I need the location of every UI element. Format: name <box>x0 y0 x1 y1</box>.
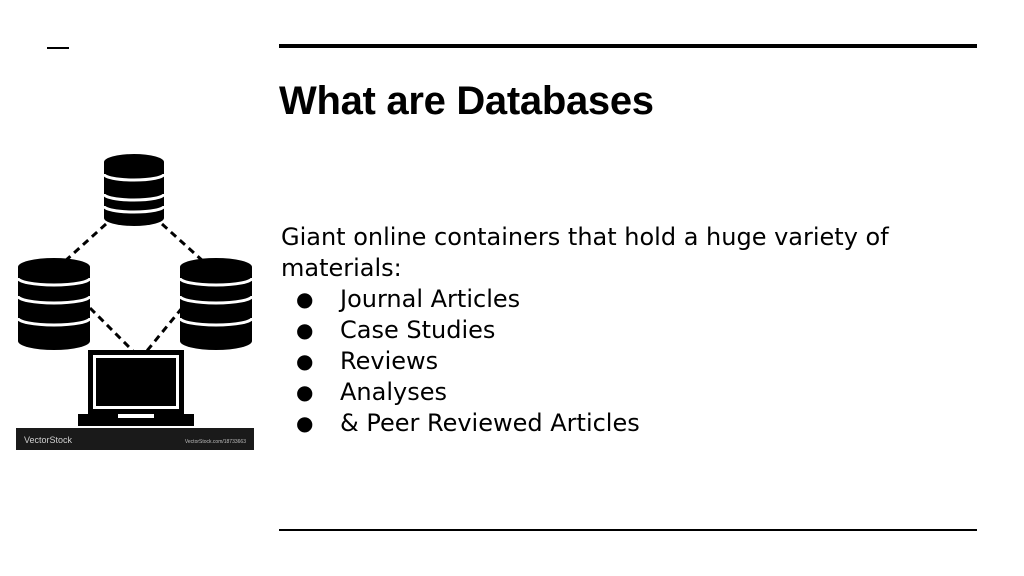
bullet-text: Case Studies <box>340 316 496 344</box>
bullet-text: Reviews <box>340 347 439 375</box>
slide-body: Giant online containers that hold a huge… <box>281 222 971 439</box>
bullet-text: & Peer Reviewed Articles <box>340 409 640 437</box>
list-item: ● Case Studies <box>281 315 971 346</box>
watermark-url: VectorStock.com/18733663 <box>185 439 246 445</box>
database-icon <box>102 154 166 226</box>
intro-text: Giant online containers that hold a huge… <box>281 223 889 282</box>
slide-title: What are Databases <box>279 79 654 123</box>
bullet-text: Journal Articles <box>340 285 521 313</box>
vectorstock-watermark: VectorStock VectorStock.com/18733663 <box>16 428 254 450</box>
connector-lines <box>62 222 206 354</box>
watermark-brand: VectorStock <box>24 435 73 445</box>
bullet-icon: ● <box>296 318 314 342</box>
top-divider <box>279 44 977 48</box>
bullet-list: ● Journal Articles ● Case Studies ● Revi… <box>281 284 971 439</box>
list-item: ● Journal Articles <box>281 284 971 315</box>
bullet-icon: ● <box>296 411 314 435</box>
slide-dash-mark <box>47 47 69 49</box>
list-item: ● & Peer Reviewed Articles <box>281 408 971 439</box>
list-item: ● Reviews <box>281 346 971 377</box>
bullet-icon: ● <box>296 380 314 404</box>
bullet-icon: ● <box>296 287 314 311</box>
bullet-icon: ● <box>296 349 314 373</box>
laptop-icon <box>78 350 194 426</box>
list-item: ● Analyses <box>281 377 971 408</box>
bullet-text: Analyses <box>340 378 447 406</box>
database-icon <box>178 258 254 350</box>
bottom-divider <box>279 529 977 531</box>
database-icon <box>16 258 92 350</box>
database-network-illustration: VectorStock VectorStock.com/18733663 <box>16 150 254 450</box>
